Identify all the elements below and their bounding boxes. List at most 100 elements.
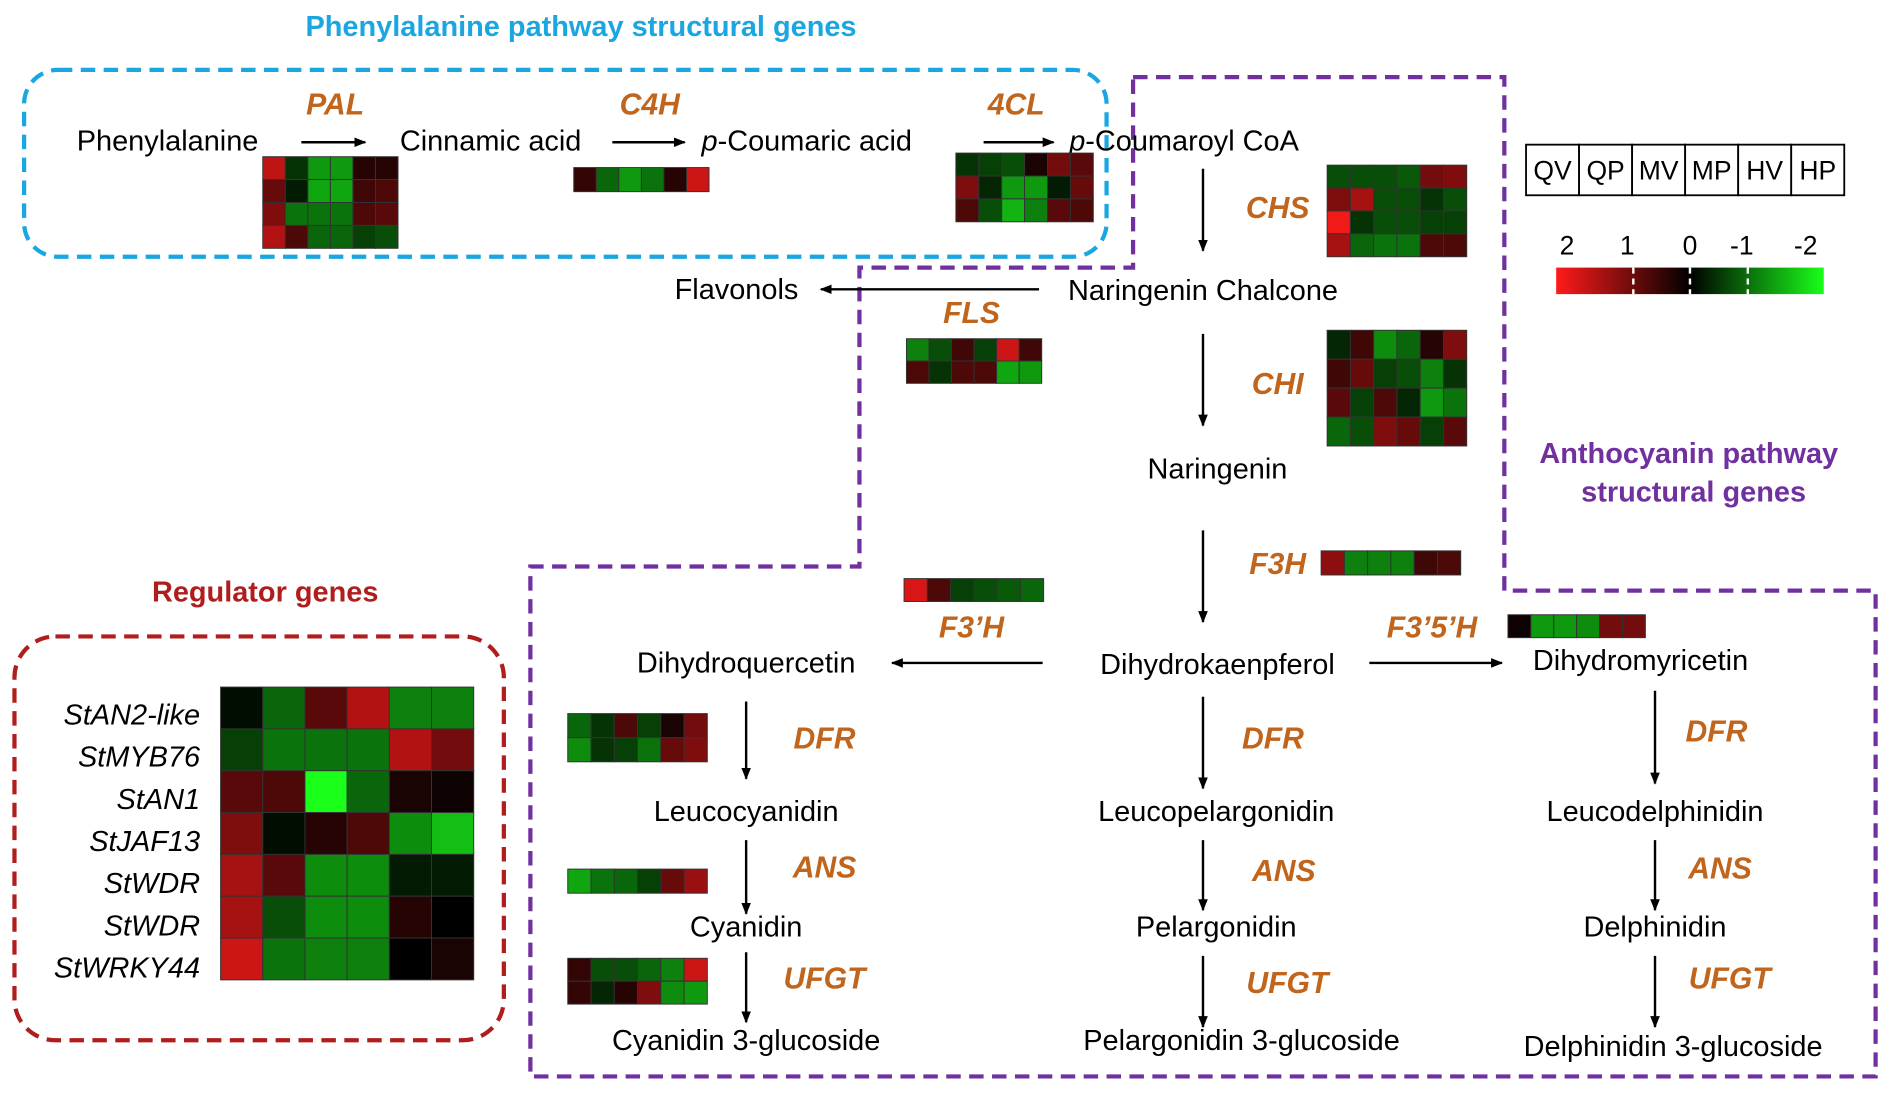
- heatmap-cell: [590, 737, 615, 763]
- heatmap-cell: [352, 179, 376, 203]
- heatmap-cell: [618, 167, 642, 193]
- heatmap-cell: [284, 224, 309, 249]
- heatmap-cell: [346, 812, 390, 855]
- regulator-name: StAN2-like: [64, 699, 201, 731]
- heatmap-cell: [329, 224, 354, 249]
- heatmap-cell: [1326, 387, 1351, 418]
- heatmap-chs: [1326, 164, 1468, 258]
- heatmap-cell: [352, 224, 376, 249]
- heatmap-cell: [613, 868, 639, 894]
- compound-dihydroquercetin: Dihydroquercetin: [637, 648, 856, 680]
- heatmap-cell: [304, 895, 348, 939]
- compound-leucocyanidin: Leucocyanidin: [654, 796, 839, 828]
- heatmap-cell: [1419, 164, 1444, 189]
- legend-sample-box: [1684, 143, 1740, 197]
- legend-scale-label: 2: [1560, 230, 1575, 260]
- heatmap-cell: [567, 957, 592, 982]
- heatmap-cell: [1396, 329, 1421, 360]
- compound-delphinidin-3-glucoside: Delphinidin 3-glucoside: [1524, 1031, 1823, 1063]
- heatmap-cell: [978, 175, 1003, 200]
- gene-ufgt-mid: UFGT: [1246, 967, 1331, 1000]
- heatmap-cell: [388, 770, 433, 814]
- compound-leucopelargonidin: Leucopelargonidin: [1098, 796, 1334, 828]
- heatmap-cell: [590, 957, 615, 982]
- legend-sample-label: MV: [1639, 156, 1679, 186]
- compound-leucodelphinidin: Leucodelphinidin: [1547, 796, 1764, 828]
- heatmap-cell: [304, 770, 348, 814]
- heatmap-cell: [1326, 329, 1351, 360]
- gene-f3h: F3H: [1249, 548, 1307, 581]
- heatmap-cell: [220, 728, 264, 772]
- heatmap-cell: [431, 895, 475, 939]
- phenylalanine-title: Phenylalanine pathway structural genes: [306, 11, 857, 43]
- heatmap-cell: [1373, 187, 1398, 212]
- heatmap-cell: [1024, 152, 1048, 177]
- gene-ans-left: ANS: [792, 852, 857, 885]
- heatmap-cell: [262, 202, 286, 226]
- heatmap-cell: [329, 202, 354, 226]
- heatmap-cell: [660, 713, 685, 739]
- heatmap-cell: [352, 156, 376, 181]
- heatmap-cell: [951, 338, 975, 362]
- heatmap-cell: [262, 895, 306, 939]
- heatmap-cell: [262, 812, 306, 855]
- heatmap-cell: [1419, 329, 1444, 360]
- heatmap-cell: [1396, 210, 1421, 235]
- gene-f35h: F3’5’H: [1387, 612, 1479, 645]
- compound-cyanidin: Cyanidin: [690, 912, 802, 944]
- heatmap-cell: [955, 175, 980, 200]
- heatmap-cell: [431, 686, 475, 730]
- gene-ans-right: ANS: [1687, 853, 1752, 886]
- heatmap-cell: [1413, 550, 1438, 576]
- heatmap-cell: [346, 937, 390, 981]
- heatmap-cell: [262, 937, 306, 981]
- heatmap-cell: [329, 156, 354, 181]
- heatmap-cell: [1396, 187, 1421, 212]
- heatmap-cell: [590, 713, 615, 739]
- heatmap-cell: [1396, 164, 1421, 189]
- heatmap-cell: [1599, 614, 1623, 639]
- heatmap-cell: [1349, 210, 1375, 235]
- heatmap-cell: [660, 737, 685, 763]
- legend-sample-label: MP: [1692, 156, 1732, 186]
- heatmap-cell: [637, 980, 662, 1005]
- heatmap-cell: [284, 202, 309, 226]
- heatmap-cell: [388, 686, 433, 730]
- heatmap-cell: [346, 895, 390, 939]
- compound-delphinidin: Delphinidin: [1583, 912, 1726, 944]
- heatmap-cell: [1001, 198, 1026, 223]
- heatmap-cell: [1576, 614, 1601, 639]
- heatmap-cell: [284, 179, 309, 203]
- heatmap-cell: [683, 868, 708, 894]
- heatmap-cell: [973, 578, 998, 602]
- heatmap-chi: [1326, 329, 1468, 447]
- heatmap-cell: [1349, 416, 1375, 447]
- heatmap-cell: [431, 937, 475, 981]
- heatmap-cell: [1442, 387, 1468, 418]
- heatmap-cell: [1018, 360, 1043, 384]
- heatmap-cell: [613, 980, 639, 1005]
- heatmap-cell: [567, 737, 592, 763]
- gene-dfr-mid: DFR: [1242, 723, 1304, 756]
- heatmap-cell: [262, 179, 286, 203]
- compound-dihydromyricetin: Dihydromyricetin: [1533, 645, 1748, 677]
- heatmap-cell: [1396, 358, 1421, 389]
- heatmap-cell: [352, 202, 376, 226]
- heatmap-cell: [304, 686, 348, 730]
- phenylalanine-pathway-box: [21, 67, 1109, 259]
- heatmap-cell: [683, 980, 708, 1005]
- heatmap-cell: [567, 713, 592, 739]
- heatmap-cell: [978, 198, 1003, 223]
- heatmap-cell: [307, 179, 331, 203]
- heatmap-pal: [262, 156, 399, 249]
- heatmap-cell: [1442, 416, 1468, 447]
- heatmap-cell: [1390, 550, 1415, 576]
- heatmap-cell: [374, 179, 399, 203]
- heatmap-cell: [1069, 198, 1094, 223]
- compound-phenylalanine: Phenylalanine: [77, 126, 259, 158]
- anthocyanin-title-line2: structural genes: [1581, 476, 1806, 508]
- regulator-name: StJAF13: [89, 826, 200, 858]
- heatmap-cell: [1419, 416, 1444, 447]
- heatmap-cell: [307, 156, 331, 181]
